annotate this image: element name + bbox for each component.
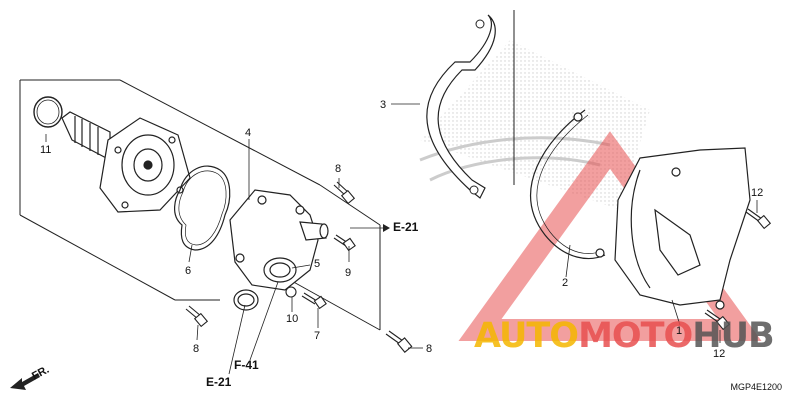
ref-e21-right: E-21 (393, 220, 419, 234)
ref-e21-bottom: E-21 (206, 375, 232, 389)
diagram-code: MGP4E1200 (730, 382, 782, 392)
bolt-part-8-top (333, 181, 356, 205)
callout-2: 2 (562, 277, 569, 289)
arrow-e21-right (383, 224, 390, 232)
bolt-part-8-lower-right (385, 330, 413, 353)
bolt-part-8-lower-left (185, 305, 209, 328)
washer-part-10 (285, 286, 297, 298)
callout-8-lower-left: 8 (193, 343, 200, 355)
watermark-logo: AUTOMOTOHUB (474, 316, 775, 356)
callout-8-top: 8 (335, 163, 342, 175)
gasket-part-6 (174, 165, 231, 251)
water-pump-cover-part-1 (573, 112, 751, 310)
pump-cover-part-4 (229, 189, 329, 291)
water-pump-body (61, 111, 191, 213)
callout-3: 3 (380, 99, 387, 111)
callout-4: 4 (245, 127, 252, 139)
kit-outline (19, 79, 381, 331)
bolt-part-12-upper (745, 208, 772, 230)
bolt-part-7 (301, 292, 327, 310)
callout-11: 11 (40, 144, 52, 156)
bracket-part-3 (426, 14, 496, 199)
bolt-part-12-lower (704, 309, 731, 331)
callout-9: 9 (345, 267, 352, 279)
callout-5: 5 (314, 258, 321, 270)
front-direction-arrow-icon (10, 373, 40, 390)
callout-1: 1 (676, 325, 683, 337)
leader-lines (45, 103, 758, 375)
callout-12-upper: 12 (751, 187, 764, 199)
watermark-auto: AUTO (474, 316, 579, 356)
watermark-moto: MOTO (578, 316, 693, 356)
callout-8-lower-right: 8 (426, 343, 433, 355)
callout-10: 10 (286, 313, 299, 325)
ref-f41: F-41 (234, 358, 259, 372)
o-ring-part-11 (33, 96, 63, 128)
cover-gasket-part-2 (530, 109, 606, 260)
joint-part-5 (233, 289, 259, 311)
callout-6: 6 (185, 265, 192, 277)
bolt-part-9 (333, 234, 356, 252)
watermark-hub: HUB (692, 316, 774, 356)
callout-7: 7 (314, 330, 321, 342)
callout-12-lower: 12 (713, 348, 726, 360)
